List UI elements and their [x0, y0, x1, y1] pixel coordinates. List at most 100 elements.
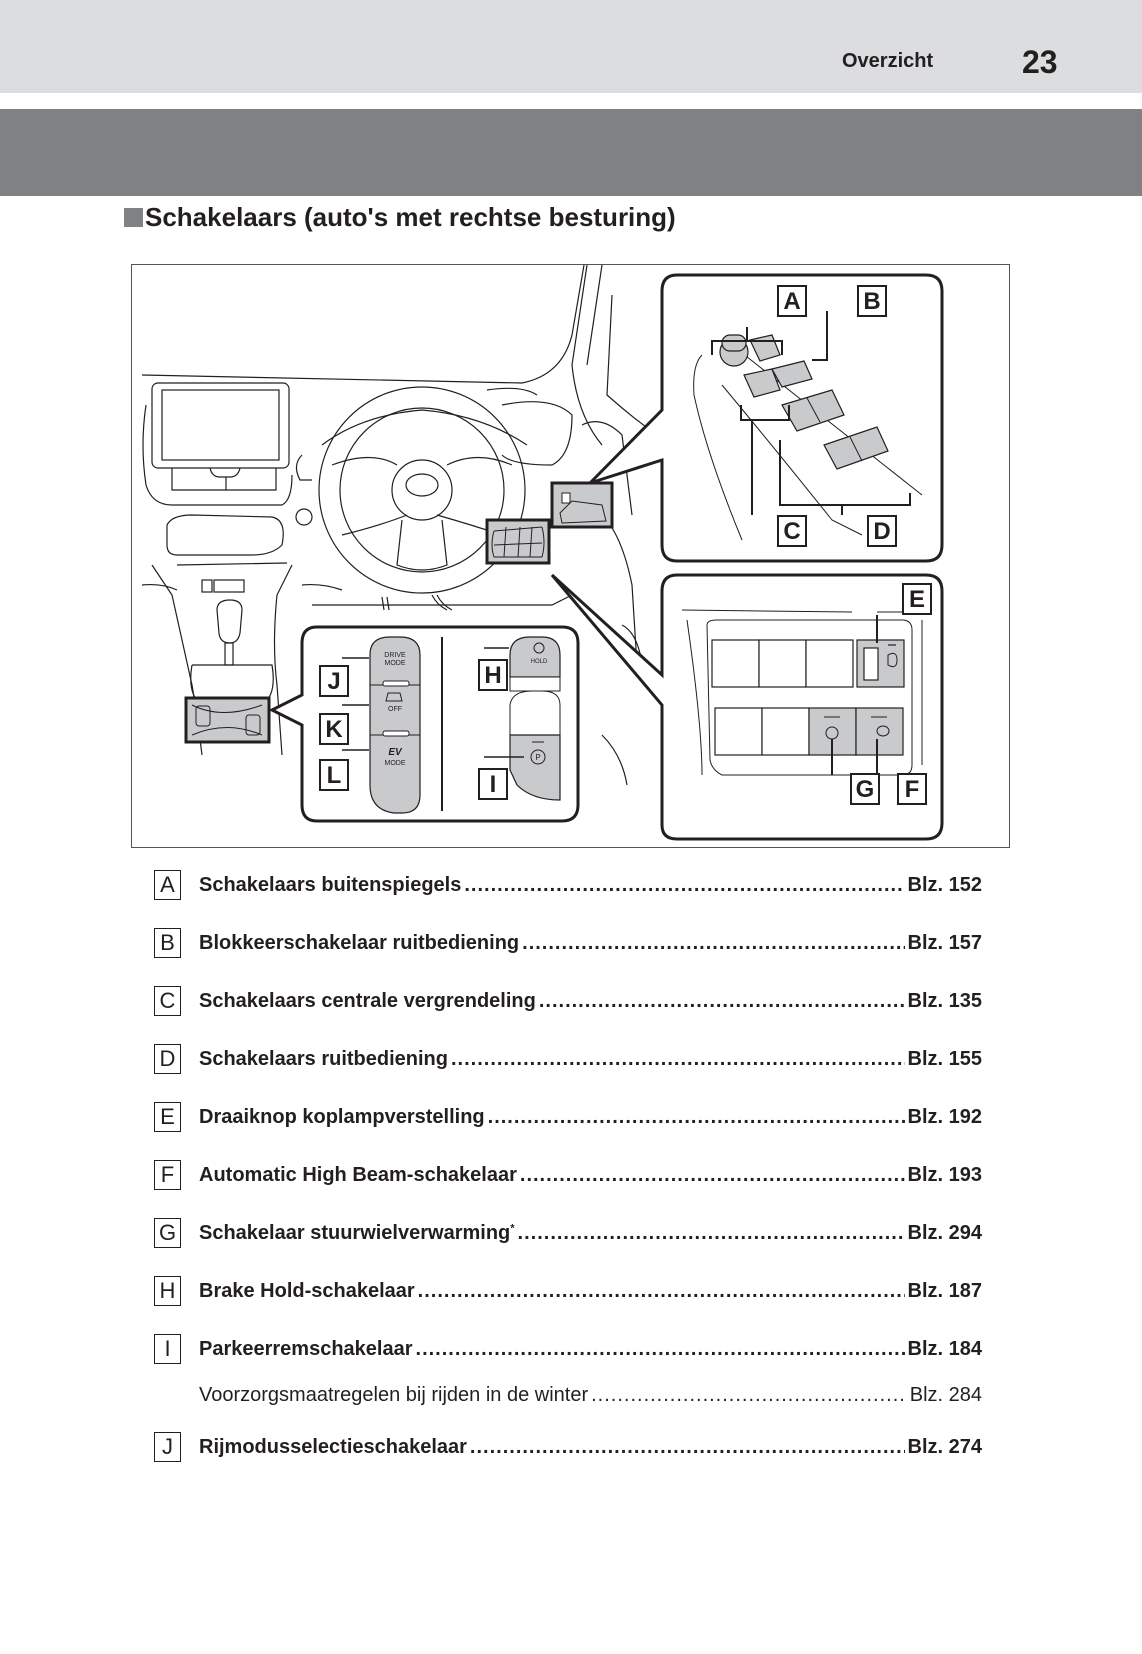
- callout-label-e: E: [902, 583, 932, 615]
- dash-switch-highlight: [485, 518, 551, 565]
- leader-dots: ........................................…: [464, 873, 905, 896]
- leader-dots: ........................................…: [517, 1221, 905, 1244]
- item-label: Rijmodusselectieschakelaar: [199, 1435, 467, 1458]
- item-key: D: [154, 1044, 181, 1074]
- item-key: I: [154, 1334, 181, 1364]
- item-key: E: [154, 1102, 181, 1132]
- item-label: Schakelaars centrale vergrendeling: [199, 989, 536, 1012]
- chapter-band: [0, 109, 1142, 196]
- dashboard-outline: [141, 265, 585, 384]
- ev-text: EV: [388, 747, 403, 758]
- header-band: [0, 0, 1142, 93]
- item-page-ref[interactable]: Blz. 193: [907, 1163, 982, 1186]
- gear-lever: [216, 599, 243, 644]
- callout-window-switches: [588, 273, 944, 563]
- callout-label-g: G: [850, 773, 880, 805]
- leader-dots: ........................................…: [519, 1163, 905, 1186]
- item-label: Parkeerremschakelaar: [199, 1337, 413, 1360]
- item-page-ref[interactable]: Blz. 294: [907, 1221, 982, 1244]
- callout-label-i: I: [478, 768, 508, 800]
- callout-label-a: A: [777, 285, 807, 317]
- item-page-ref[interactable]: Blz. 135: [907, 989, 982, 1012]
- callout-label-l: L: [319, 759, 349, 791]
- switch-location-figure: DRIVE MODE OFF EV MODE HOLD P A B C D E …: [131, 264, 1010, 848]
- item-label: Schakelaars ruitbediening: [199, 1047, 448, 1070]
- subitem-page-ref[interactable]: Blz. 284: [909, 1383, 982, 1406]
- leader-dots: ........................................…: [591, 1383, 907, 1406]
- item-key: C: [154, 986, 181, 1016]
- section-title-text: Schakelaars (auto's met rechtse besturin…: [145, 202, 676, 232]
- item-page-ref[interactable]: Blz. 157: [907, 931, 982, 954]
- leader-dots: ........................................…: [415, 1337, 905, 1360]
- item-label: Schakelaars buitenspiegels: [199, 873, 462, 896]
- subitem-label: Voorzorgsmaatregelen bij rijden in de wi…: [199, 1383, 589, 1406]
- headlight-icon: [887, 652, 898, 668]
- item-page-ref[interactable]: Blz. 152: [907, 873, 982, 896]
- vsc-off-icon: [385, 692, 403, 702]
- item-key: J: [154, 1432, 181, 1462]
- auto-high-beam-icon: [876, 725, 890, 737]
- drive-mode-text-2: MODE: [385, 660, 406, 667]
- list-item[interactable]: J Rijmodusselectieschakelaar ...........…: [154, 1431, 982, 1463]
- list-item[interactable]: A Schakelaars buitenspiegels ...........…: [154, 869, 982, 901]
- item-label-text: Schakelaar stuurwielverwarming: [199, 1221, 511, 1244]
- list-item[interactable]: F Automatic High Beam-schakelaar .......…: [154, 1159, 982, 1191]
- list-item[interactable]: E Draaiknop koplampverstelling .........…: [154, 1101, 982, 1133]
- list-item[interactable]: I Parkeerremschakelaar .................…: [154, 1333, 982, 1365]
- callout-label-k: K: [319, 713, 349, 745]
- item-page-ref[interactable]: Blz. 184: [907, 1337, 982, 1360]
- list-item[interactable]: C Schakelaars centrale vergrendeling ...…: [154, 985, 982, 1017]
- infotainment-screen: [151, 382, 290, 469]
- brake-hold-switch: [509, 636, 561, 678]
- callout-label-d: D: [867, 515, 897, 547]
- list-subitem[interactable]: Voorzorgsmaatregelen bij rijden in de wi…: [154, 1379, 982, 1411]
- item-key: H: [154, 1276, 181, 1306]
- list-item[interactable]: H Brake Hold-schakelaar ................…: [154, 1275, 982, 1307]
- callout-label-h: H: [478, 659, 508, 691]
- drive-mode-text-1: DRIVE: [384, 652, 406, 659]
- item-page-ref[interactable]: Blz. 187: [907, 1279, 982, 1302]
- callout-dash-switches: [550, 573, 944, 841]
- parking-brake-switch: [509, 734, 561, 801]
- list-item[interactable]: B Blokkeerschakelaar ruitbediening .....…: [154, 927, 982, 959]
- item-page-ref[interactable]: Blz. 274: [907, 1435, 982, 1458]
- callout-label-c: C: [777, 515, 807, 547]
- vsc-off-text: OFF: [388, 706, 402, 713]
- brake-hold-icon: [533, 642, 545, 654]
- leader-dots: ........................................…: [469, 1435, 905, 1458]
- item-page-ref[interactable]: Blz. 192: [907, 1105, 982, 1128]
- item-label: Blokkeerschakelaar ruitbediening: [199, 931, 520, 954]
- console-switch-highlight: [184, 696, 271, 744]
- item-key: F: [154, 1160, 181, 1190]
- hold-text: HOLD: [531, 659, 548, 665]
- item-label: Automatic High Beam-schakelaar: [199, 1163, 517, 1186]
- leader-dots: ........................................…: [487, 1105, 905, 1128]
- header-section-title: Overzicht: [842, 50, 934, 72]
- callout-label-j: J: [319, 665, 349, 697]
- auto-high-beam-switch: [855, 707, 904, 756]
- leader-dots: ........................................…: [538, 989, 905, 1012]
- ev-mode-text: MODE: [385, 760, 406, 767]
- callout-console-switches: DRIVE MODE OFF EV MODE HOLD P: [268, 625, 580, 823]
- footnote-marker: *: [510, 1221, 515, 1234]
- item-label: Schakelaar stuurwielverwarming*: [199, 1222, 515, 1245]
- item-label: Draaiknop koplampverstelling: [199, 1105, 485, 1128]
- item-key: G: [154, 1218, 181, 1248]
- parking-brake-icon: [530, 749, 546, 765]
- page-number: 23: [1022, 44, 1058, 80]
- item-key: A: [154, 870, 181, 900]
- leader-dots: ........................................…: [450, 1047, 905, 1070]
- steering-wheel: [318, 386, 526, 594]
- item-page-ref[interactable]: Blz. 155: [907, 1047, 982, 1070]
- square-bullet-icon: [124, 208, 143, 227]
- leader-dots: ........................................…: [417, 1279, 905, 1302]
- parking-text: P: [535, 753, 540, 762]
- callout-label-b: B: [857, 285, 887, 317]
- list-item[interactable]: G Schakelaar stuurwielverwarming* ......…: [154, 1217, 982, 1249]
- list-item[interactable]: D Schakelaars ruitbediening ............…: [154, 1043, 982, 1075]
- leader-dots: ........................................…: [522, 931, 905, 954]
- item-key: B: [154, 928, 181, 958]
- dashboard-illustration: DRIVE MODE OFF EV MODE HOLD P: [141, 265, 944, 841]
- door-switch-highlight: [550, 481, 614, 529]
- callout-label-f: F: [897, 773, 927, 805]
